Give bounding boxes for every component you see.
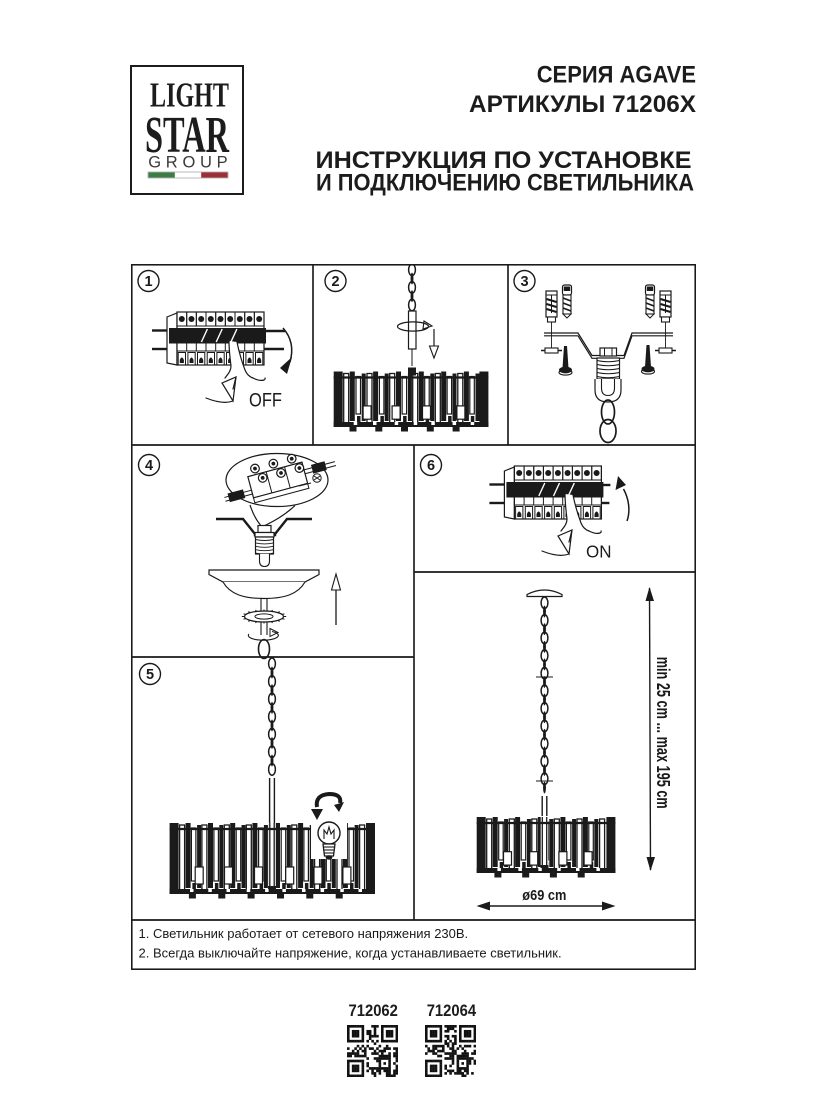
svg-text:И ПОДКЛЮЧЕНИЮ СВЕТИЛЬНИКА: И ПОДКЛЮЧЕНИЮ СВЕТИЛЬНИКА: [316, 169, 694, 196]
svg-text:OFF: OFF: [249, 391, 282, 412]
svg-text:1. Светильник работает от сете: 1. Светильник работает от сетевого напря…: [139, 926, 469, 941]
svg-text:5: 5: [146, 667, 154, 683]
svg-text:GROUP: GROUP: [148, 154, 228, 172]
svg-text:2. Всегда выключайте напряжени: 2. Всегда выключайте напряжение, когда у…: [139, 946, 562, 961]
svg-text:STAR: STAR: [145, 107, 230, 164]
svg-text:712064: 712064: [427, 1001, 477, 1020]
svg-text:4: 4: [145, 458, 153, 474]
svg-text:АРТИКУЛЫ 71206X: АРТИКУЛЫ 71206X: [469, 91, 696, 118]
svg-text:СЕРИЯ AGAVE: СЕРИЯ AGAVE: [537, 61, 696, 88]
svg-text:min 25 cm ... max 195 cm: min 25 cm ... max 195 cm: [653, 657, 673, 809]
svg-text:ON: ON: [586, 542, 612, 562]
svg-text:2: 2: [331, 274, 339, 290]
svg-text:712062: 712062: [349, 1001, 398, 1020]
svg-text:1: 1: [144, 274, 152, 290]
svg-text:ø69 cm: ø69 cm: [522, 887, 566, 904]
svg-text:3: 3: [520, 274, 528, 290]
svg-text:6: 6: [427, 458, 435, 474]
svg-text:ИНСТРУКЦИЯ ПО УСТАНОВКЕ: ИНСТРУКЦИЯ ПО УСТАНОВКЕ: [316, 147, 692, 174]
svg-text:LIGHT: LIGHT: [150, 76, 229, 115]
